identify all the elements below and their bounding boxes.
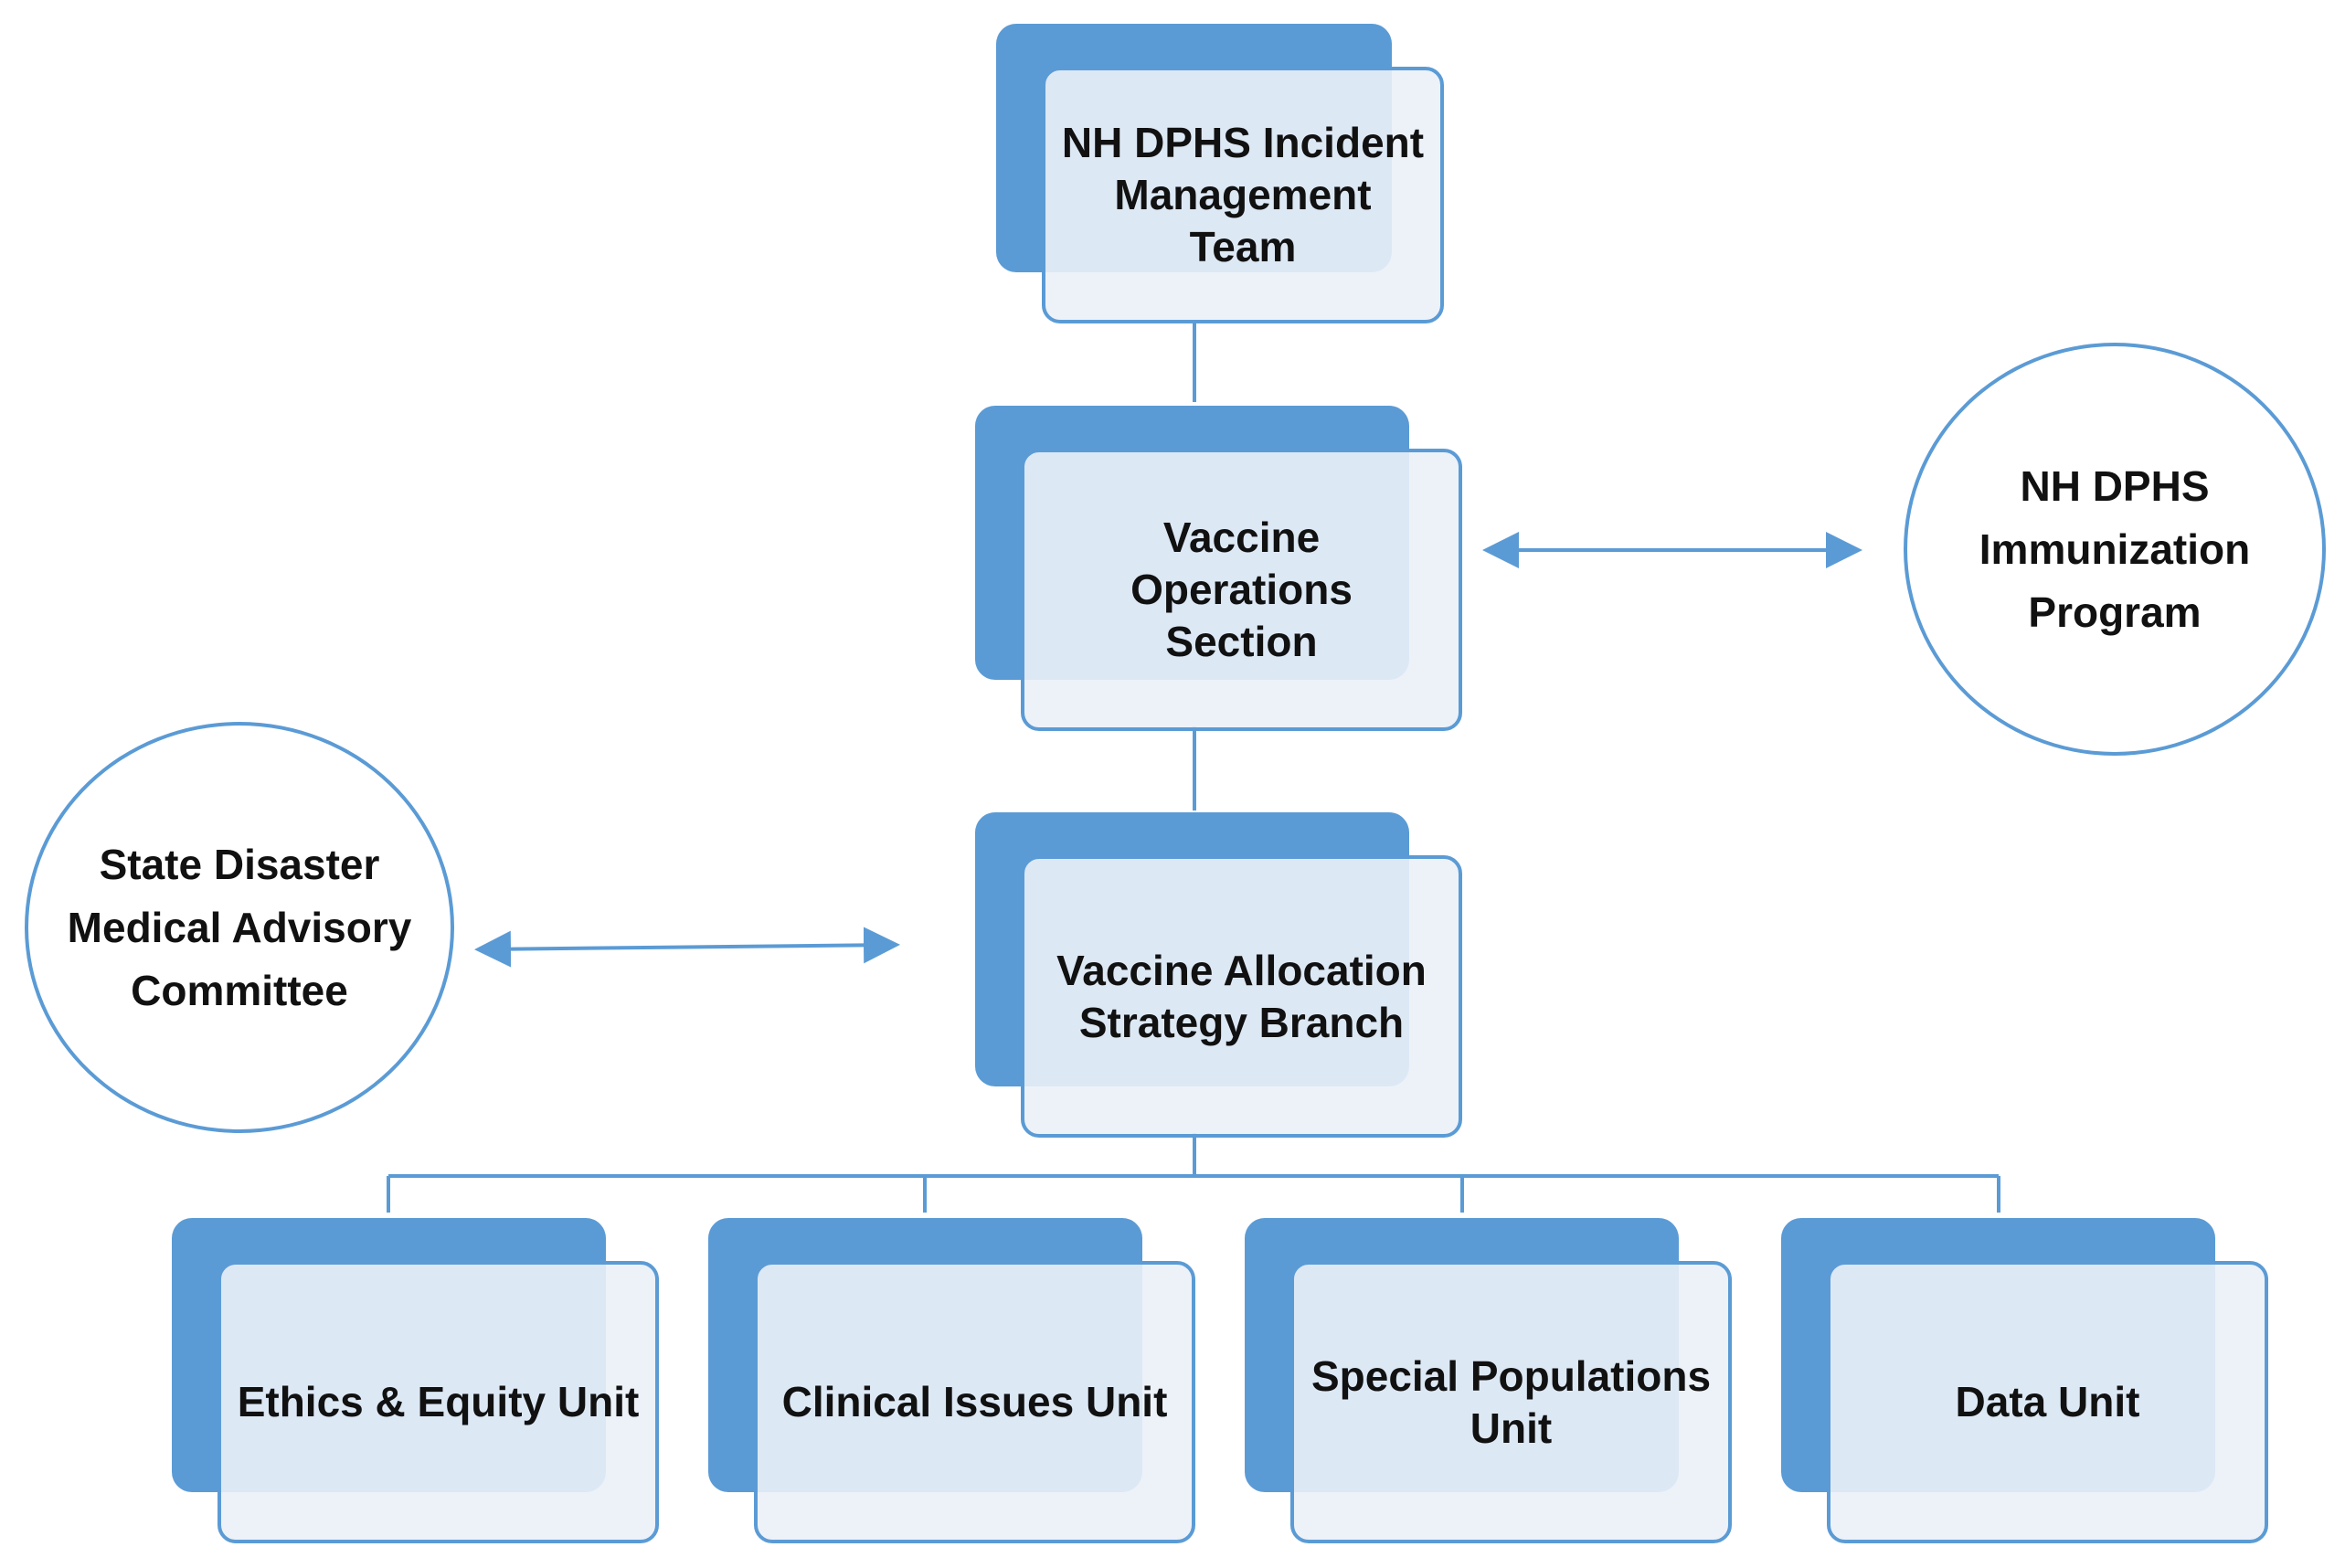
vaccine-allocation-strategy-branch-box: Vaccine Allocation Strategy Branch	[975, 812, 1462, 1138]
vaccine-operations-section-box: Vaccine Operations Section	[975, 406, 1462, 731]
box-panel: NH DPHS Incident Management Team	[1042, 67, 1444, 323]
double-arrow-advisory-allocation	[474, 927, 900, 968]
box-panel: Special Populations Unit	[1290, 1261, 1732, 1543]
vaccine-allocation-strategy-branch-label: Vaccine Allocation Strategy Branch	[1056, 946, 1427, 1046]
box-panel: Vaccine Allocation Strategy Branch	[1021, 855, 1462, 1138]
data-unit-box: Data Unit	[1781, 1218, 2268, 1543]
disaster-medical-advisory-committee-circle: State Disaster Medical Advisory Committe…	[25, 722, 454, 1133]
clinical-issues-unit-box: Clinical Issues Unit	[708, 1218, 1195, 1543]
special-populations-unit-box: Special Populations Unit	[1245, 1218, 1732, 1543]
immunization-program-circle: NH DPHS Immunization Program	[1904, 343, 2326, 756]
ethics-equity-unit-box: Ethics & Equity Unit	[172, 1218, 659, 1543]
incident-management-team-box: NH DPHS Incident Management Team	[996, 24, 1444, 323]
box-panel: Ethics & Equity Unit	[218, 1261, 659, 1543]
ethics-equity-unit-label: Ethics & Equity Unit	[237, 1378, 640, 1425]
immunization-program-label: NH DPHS Immunization Program	[1979, 461, 2251, 636]
clinical-issues-unit-label: Clinical Issues Unit	[781, 1378, 1168, 1425]
disaster-medical-advisory-committee-label: State Disaster Medical Advisory Committe…	[67, 840, 412, 1014]
incident-management-team-label: NH DPHS Incident Management Team	[1061, 119, 1425, 270]
box-panel: Clinical Issues Unit	[754, 1261, 1195, 1543]
special-populations-unit-label: Special Populations Unit	[1310, 1351, 1712, 1452]
box-panel: Data Unit	[1827, 1261, 2268, 1543]
vaccine-operations-section-label: Vaccine Operations Section	[1130, 514, 1353, 665]
box-panel: Vaccine Operations Section	[1021, 449, 1462, 731]
data-unit-label: Data Unit	[1955, 1378, 2140, 1425]
